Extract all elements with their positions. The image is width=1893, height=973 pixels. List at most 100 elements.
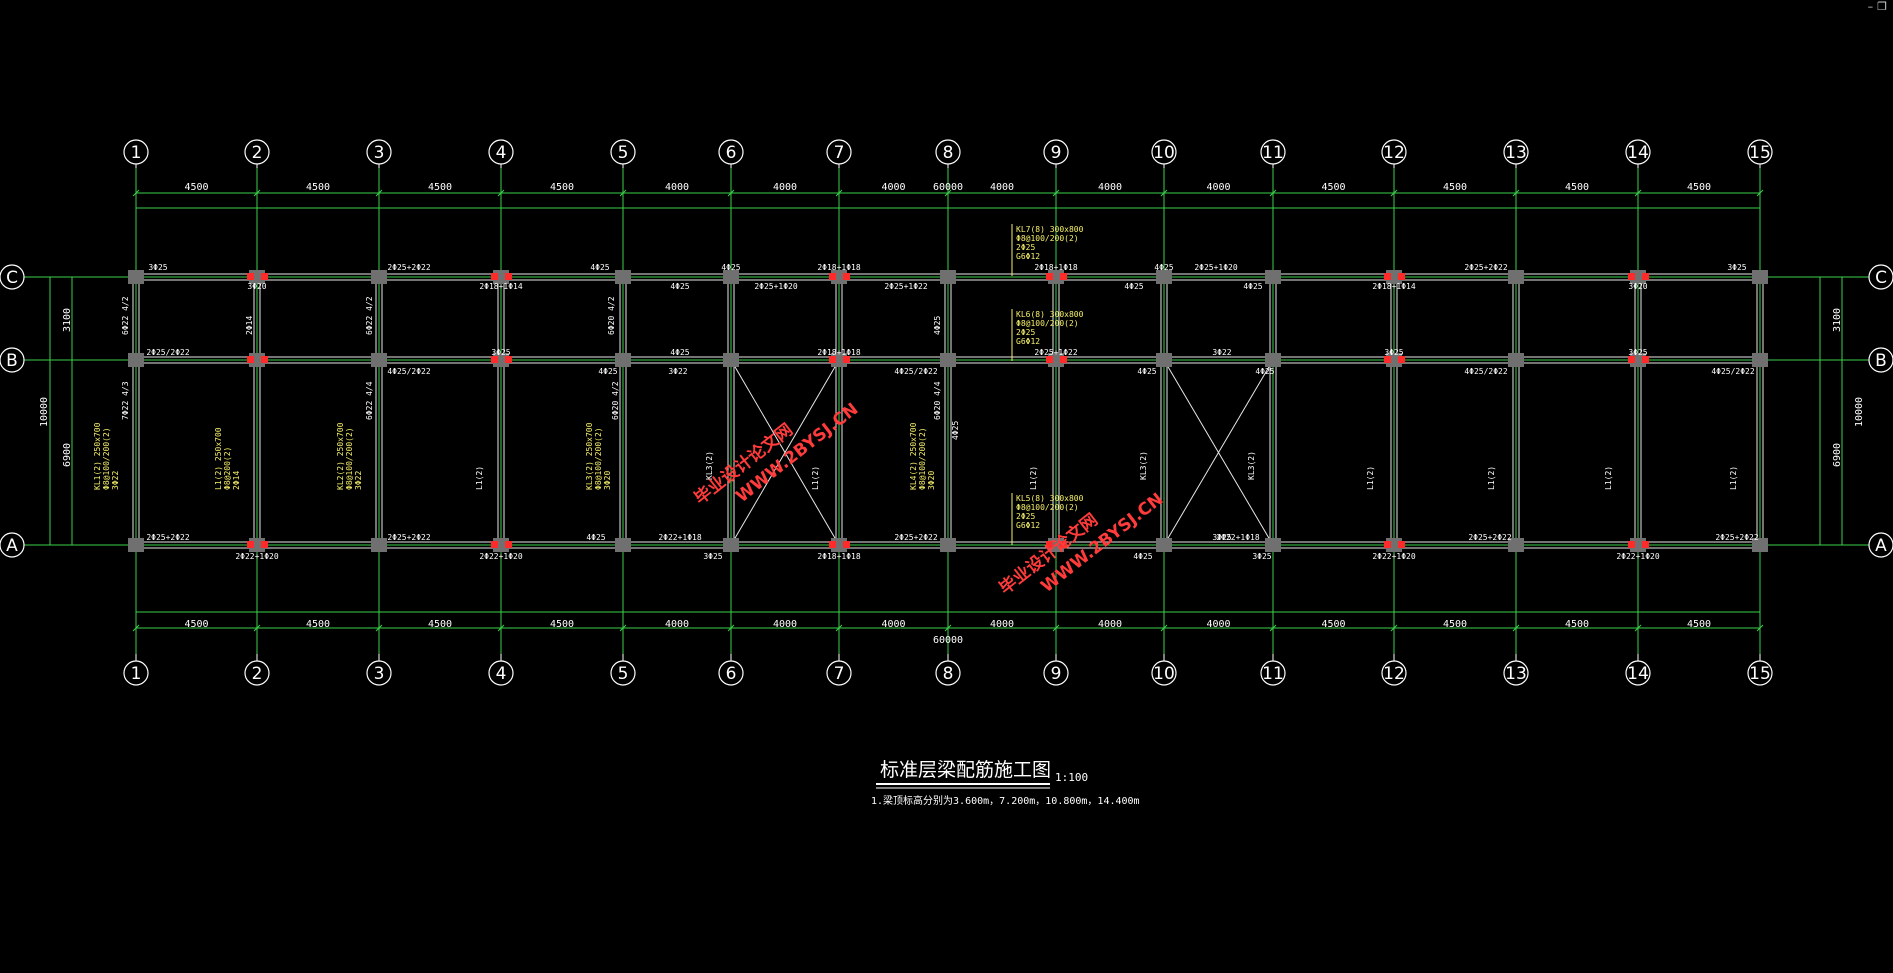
grid-bubble-bottom-13: 13 bbox=[1505, 664, 1527, 684]
dim-span-top-10: 4000 bbox=[1206, 182, 1230, 193]
dim-tick bbox=[375, 624, 383, 632]
column-3A bbox=[371, 538, 387, 552]
note-kl6-line-0: KL6(8) 300x800 bbox=[1016, 310, 1084, 319]
top-rebar-6: 4Φ25 bbox=[721, 263, 740, 272]
rebar-marker bbox=[505, 356, 512, 363]
grid-bubble-top-4: 4 bbox=[496, 143, 507, 163]
grid-lines bbox=[24, 168, 1869, 654]
grid-bubble-top-5: 5 bbox=[618, 143, 629, 163]
dim-total-label-bottom: 60000 bbox=[933, 635, 963, 646]
note-kl3-line-2: 3Φ20 bbox=[603, 471, 612, 490]
dim-span-bottom-6: 4000 bbox=[773, 619, 797, 630]
note-kl6-line-3: G6Φ12 bbox=[1016, 337, 1040, 346]
note-l1a-line-0: L1(2) 250x700 bbox=[214, 427, 223, 490]
note-kl3-line-1: Φ8@100/200(2) bbox=[594, 427, 603, 490]
dim-tick bbox=[253, 624, 261, 632]
top-rebar-8: 2Φ18+1Φ18 bbox=[817, 263, 861, 272]
note-kl5-line-3: G6Φ12 bbox=[1016, 521, 1040, 530]
note-kl4-line-0: KL4(2) 250x700 bbox=[909, 422, 918, 490]
grid-bubble-top-12: 12 bbox=[1383, 143, 1405, 163]
restore-icon[interactable]: ❐ bbox=[1877, 0, 1887, 13]
rebar-marker bbox=[247, 273, 254, 280]
dim-span-bottom-5: 4000 bbox=[665, 619, 689, 630]
rebar-marker bbox=[491, 356, 498, 363]
note-kl1-line-2: 3Φ22 bbox=[111, 471, 120, 490]
dim-span-top-13: 4500 bbox=[1565, 182, 1589, 193]
note-l1a-line-2: 2Φ14 bbox=[232, 471, 241, 490]
bot-rebar-11: 3Φ25 bbox=[1252, 552, 1271, 561]
dim-span-top-12: 4500 bbox=[1443, 182, 1467, 193]
top-rebar-7: 2Φ25+1Φ20 bbox=[754, 282, 798, 291]
grid-bubble-bottom-6: 6 bbox=[726, 664, 737, 684]
rebar-marker bbox=[1398, 541, 1405, 548]
rebar-marker bbox=[843, 356, 850, 363]
drawing-scale: 1:100 bbox=[1055, 771, 1088, 784]
column-10A bbox=[1156, 538, 1172, 552]
note-kl7-line-2: 2Φ25 bbox=[1016, 243, 1035, 252]
grid-bubble-top-6: 6 bbox=[726, 143, 737, 163]
bot-rebar-3: 2Φ22+1Φ20 bbox=[479, 552, 523, 561]
note-kl5-line-1: Φ8@100/200(2) bbox=[1016, 503, 1079, 512]
dim-ba-left: 6900 bbox=[62, 443, 73, 467]
top-rebar-5: 4Φ25 bbox=[670, 282, 689, 291]
dim-tick bbox=[497, 189, 505, 197]
vertical-rebar-9: 4Φ25 bbox=[933, 316, 942, 335]
dim-cb-right: 3100 bbox=[1832, 308, 1843, 332]
vertical-rebar-0: 6Φ22 4/2 bbox=[121, 296, 130, 335]
grid-bubble-bottom-8: 8 bbox=[943, 664, 954, 684]
top-rebar-14: 2Φ25+1Φ20 bbox=[1194, 263, 1238, 272]
dim-tick bbox=[1269, 624, 1277, 632]
bot-rebar-7: 2Φ18+1Φ18 bbox=[817, 552, 861, 561]
grid-bubble-left-A-circle bbox=[0, 532, 25, 558]
window-controls: – ❐ bbox=[1862, 0, 1893, 18]
mid-rebar-3: 4Φ25 bbox=[598, 367, 617, 376]
dim-tick bbox=[1160, 624, 1168, 632]
vertical-rebar-3: 6Φ20 4/2 bbox=[607, 296, 616, 335]
grid-bubble-left-B-circle bbox=[0, 347, 25, 373]
drawing-title: 标准层梁配筋施工图 bbox=[880, 759, 1051, 781]
dim-tick bbox=[835, 189, 843, 197]
rebar-marker bbox=[1398, 273, 1405, 280]
dim-span-top-7: 4000 bbox=[881, 182, 905, 193]
grid-bubble-right-A-circle bbox=[1868, 532, 1893, 558]
rebar-marker bbox=[1642, 356, 1649, 363]
column-11A bbox=[1265, 538, 1281, 552]
rebar-marker bbox=[247, 356, 254, 363]
note-kl3-line-0: KL3(2) 250x700 bbox=[585, 422, 594, 490]
dim-tick bbox=[1390, 624, 1398, 632]
vertical-rebar-4: 6Φ20 4/2 bbox=[611, 381, 620, 420]
rebar-marker bbox=[1060, 273, 1067, 280]
rebar-marker bbox=[505, 541, 512, 548]
grid-bubble-bottom-14: 14 bbox=[1627, 664, 1649, 684]
rebar-marker bbox=[261, 541, 268, 548]
top-rebar-10: 2Φ18+1Φ18 bbox=[1034, 263, 1078, 272]
mid-rebar-15: 4Φ25/2Φ22 bbox=[1711, 367, 1755, 376]
column-1A bbox=[128, 538, 144, 552]
minimize-icon[interactable]: – bbox=[1867, 0, 1874, 13]
vertical-rebar-1: 2Φ14 bbox=[245, 316, 254, 335]
column-6C bbox=[723, 270, 739, 284]
kl3-mark-0: KL3(2) bbox=[705, 451, 714, 480]
dim-span-bottom-8: 4000 bbox=[990, 619, 1014, 630]
grid-bubble-top-10: 10 bbox=[1153, 143, 1175, 163]
dim-span-top-1: 4500 bbox=[184, 182, 208, 193]
dim-tick bbox=[1390, 189, 1398, 197]
rebar-marker bbox=[829, 356, 836, 363]
l-mark-0: L1(2) bbox=[475, 466, 484, 490]
rebar-marker bbox=[1642, 541, 1649, 548]
bot-rebar-13: 2Φ22+1Φ20 bbox=[1372, 552, 1416, 561]
dim-tick bbox=[835, 624, 843, 632]
grid-bubble-bottom-15: 15 bbox=[1749, 664, 1771, 684]
dim-tick bbox=[944, 189, 952, 197]
rebar-marker bbox=[505, 273, 512, 280]
dim-tick bbox=[1512, 189, 1520, 197]
dim-tick bbox=[727, 624, 735, 632]
mid-rebar-1: 4Φ25/2Φ22 bbox=[387, 367, 431, 376]
beam-notes: KL7(8) 300x800Φ8@100/200(2)2Φ25G6Φ12KL6(… bbox=[93, 224, 1759, 561]
bot-rebar-5: 3Φ25 bbox=[703, 552, 722, 561]
rebar-markers bbox=[247, 273, 1649, 548]
grid-bubble-top-7: 7 bbox=[834, 143, 845, 163]
l-mark-2: L1(2) bbox=[1029, 466, 1038, 490]
rebar-marker bbox=[1046, 541, 1053, 548]
top-rebar-3: 2Φ18+1Φ14 bbox=[479, 282, 523, 291]
